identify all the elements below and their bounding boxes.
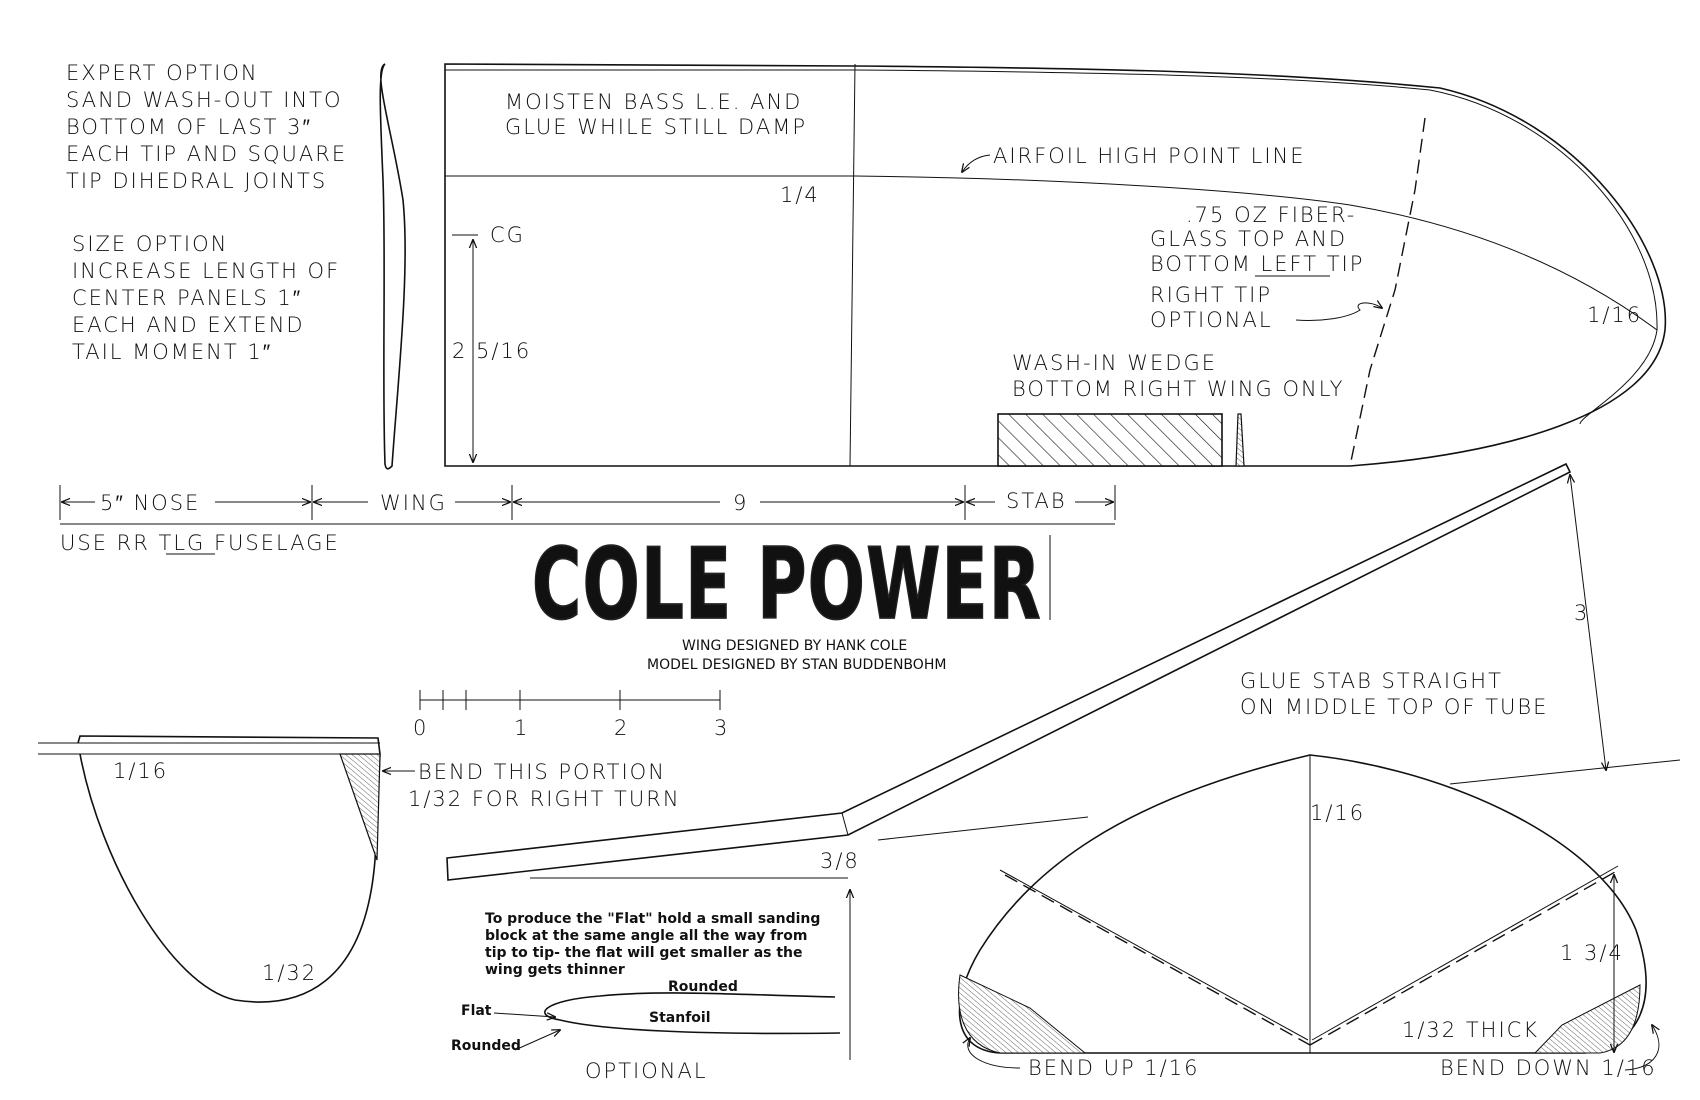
scale-label: 3 [714,716,729,740]
bend-fin-note: 1/32 FOR RIGHT TURN [408,787,681,811]
cg-label: CG [490,223,525,247]
rounded-top-label: Rounded [668,979,738,995]
glue-stab-note: GLUE STAB STRAIGHT [1240,669,1503,693]
note-line: BOTTOM LEFT TIP [1150,252,1364,276]
stanfoil-label: Stanfoil [649,1010,711,1026]
expert-option-note: EXPERT OPTION SAND WASH-OUT INTO BOTTOM … [66,61,347,193]
stab-tip-height: 1 3/4 [1560,941,1624,965]
moisten-note: MOISTEN BASS L.E. AND [505,90,802,114]
bend-down-area [1533,984,1641,1054]
wedge-tip [1235,413,1245,467]
fin-bottom-thickness: 1/32 [262,961,317,985]
note-line: BOTTOM OF LAST 3″ [66,115,312,139]
wash-in-note: BOTTOM RIGHT WING ONLY [1012,377,1344,401]
note-line: RIGHT TIP [1150,283,1272,307]
wing-label: WING [380,491,447,515]
note-line: CENTER PANELS 1″ [72,286,302,310]
bend-up-area [958,974,1087,1054]
model-credit: MODEL DESIGNED BY STAN BUDDENBOHM [647,657,946,673]
bend-fin-note: BEND THIS PORTION [418,760,666,784]
stab-height-label: 3 [1574,601,1589,625]
note-line: EACH TIP AND SQUARE [66,142,347,166]
stabilizer-plan [958,754,1659,1071]
cg-distance-label: 2 5/16 [452,339,531,363]
note-line: EACH AND EXTEND [72,313,305,337]
plan-title: COLE POWER [532,528,1042,642]
scale-label: 2 [614,716,629,740]
moisten-note: GLUE WHILE STILL DAMP [505,115,807,139]
note-line: TIP DIHEDRAL JOINTS [66,169,327,193]
bend-down-note: BEND DOWN 1/16 [1440,1056,1657,1080]
scale-label: 0 [413,716,428,740]
note-line: OPTIONAL [1150,308,1273,332]
stab-label: STAB [1006,489,1067,513]
fiberglass-note: .75 OZ FIBER- GLASS TOP AND BOTTOM LEFT … [1150,203,1364,332]
quarter-chord-label: 1/4 [780,183,820,207]
scale-bar [419,690,721,710]
nine-label: 9 [733,491,748,515]
wing-front-view [446,462,1681,1060]
nose-label: 5″ NOSE [100,491,200,515]
note-line: wing gets thinner [485,962,625,978]
tip-thickness-label: 1/16 [1587,303,1642,327]
note-line: block at the same angle all the way from [485,928,807,944]
stab-thickness-note: 1/32 THICK [1402,1018,1539,1042]
wing-plan [444,63,1667,467]
rounded-bottom-label: Rounded [451,1038,521,1054]
flat-instructions: To produce the "Flat" hold a small sandi… [485,911,820,978]
wash-in-note: WASH-IN WEDGE [1012,351,1217,375]
wash-in-wedge [997,413,1223,467]
flat-label: Flat [461,1003,492,1019]
wing-section-profile [379,63,406,470]
fuselage-dimension-line [59,485,1116,525]
bend-portion [339,753,381,861]
root-thickness-label: 3/8 [820,849,860,873]
note-line: tip to tip- the flat will get smaller as… [485,945,803,961]
airfoil-line-label: AIRFOIL HIGH POINT LINE [993,144,1306,168]
stanfoil-sketch [493,992,841,1051]
note-line: GLASS TOP AND [1150,227,1347,251]
fin-top-thickness: 1/16 [113,759,168,783]
bend-up-note: BEND UP 1/16 [1028,1056,1199,1080]
glue-stab-note: ON MIDDLE TOP OF TUBE [1240,695,1548,719]
note-line: INCREASE LENGTH OF [72,259,340,283]
note-line: SIZE OPTION [72,232,228,256]
note-line: .75 OZ FIBER- [1186,203,1356,227]
wing-credit: WING DESIGNED BY HANK COLE [682,638,907,654]
note-line: TAIL MOMENT 1″ [72,340,272,364]
note-line: SAND WASH-OUT INTO [66,88,343,112]
scale-label: 1 [514,716,529,740]
note-line: To produce the "Flat" hold a small sandi… [485,911,820,927]
stab-center-thickness: 1/16 [1310,801,1365,825]
size-option-note: SIZE OPTION INCREASE LENGTH OF CENTER PA… [72,232,340,364]
fuselage-note: USE RR TLG FUSELAGE [60,531,340,555]
optional-label: OPTIONAL [585,1059,708,1083]
fin-outline [38,735,415,1003]
note-line: EXPERT OPTION [66,61,259,85]
